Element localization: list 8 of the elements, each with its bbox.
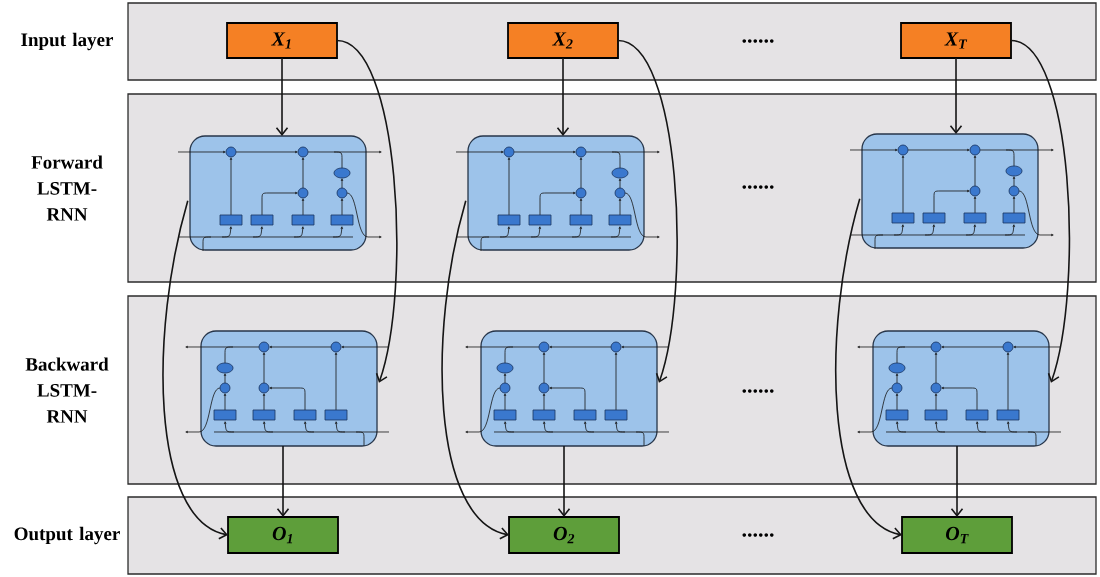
ellipsis: ...... <box>742 185 774 189</box>
ellipsis: ...... <box>742 533 774 537</box>
ellipsis: ...... <box>742 39 774 43</box>
layer-label: Input layer <box>21 32 114 51</box>
layer-label: Backward LSTM-RNN <box>25 357 109 423</box>
ellipsis: ...... <box>742 389 774 393</box>
layer-label: Forward LSTM-RNN <box>31 155 103 221</box>
layer-label: Output layer <box>14 526 120 545</box>
